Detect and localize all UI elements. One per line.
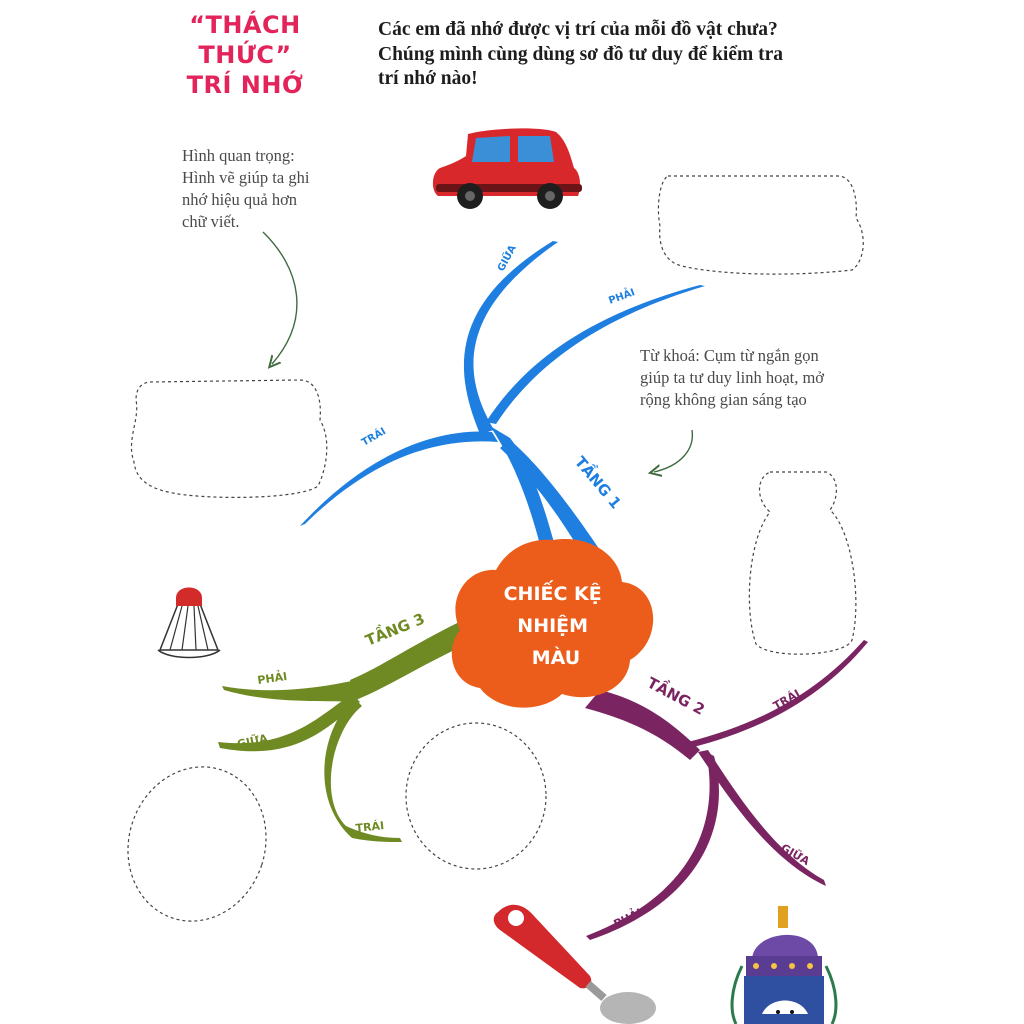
image-note-line-2: Hình vẽ giúp ta ghi [182, 168, 310, 187]
placeholder-bottle-shape [748, 471, 857, 655]
placeholder-circle-middle [405, 722, 547, 870]
spoon-icon [493, 904, 656, 1024]
center-line-3: MÀU [532, 646, 580, 669]
note-arrow-1 [262, 231, 298, 364]
car-icon [432, 128, 582, 209]
placeholder-car-shape-right [657, 175, 864, 275]
intro-line-1: Các em đã nhớ được vị trí của mỗi đồ vật… [378, 19, 778, 40]
tier1-label: TẦNG 1 [571, 451, 627, 512]
image-note-line-1: Hình quan trọng: [182, 146, 295, 165]
placeholder-car-shape-left [130, 379, 328, 498]
image-note-line-4: chữ viết. [182, 212, 240, 231]
tier2-branch [585, 640, 868, 940]
svg-text:CHIẾC KỆ NHIỆM MÀU: CHIẾC KỆ NHIỆM MÀU [504, 579, 609, 669]
tier1-branch [300, 241, 705, 578]
title-line-2: TRÍ NHỚ [186, 71, 304, 99]
tier3-branch [218, 618, 472, 842]
intro-text: Các em đã nhớ được vị trí của mỗi đồ vật… [378, 18, 848, 92]
tier2-right-label: PHẢI [611, 905, 644, 931]
tier1-right-label: PHẢI [606, 284, 636, 306]
water-bottle-icon [730, 906, 838, 1024]
tier1-left-label: TRÁI [359, 424, 388, 448]
tier3-right-label: PHẢI [256, 669, 288, 687]
intro-line-2: Chúng mình cùng dùng sơ đồ tư duy để kiể… [378, 43, 784, 65]
tier2-label: TẦNG 2 [644, 671, 709, 719]
page-title: “THÁCH THỨC” TRÍ NHỚ [140, 10, 350, 100]
title-line-1: “THÁCH THỨC” [189, 11, 301, 69]
tier3-left-label: TRÁI [355, 819, 385, 835]
tier3-label: TẦNG 3 [362, 607, 428, 650]
placeholder-oval-left [127, 766, 267, 922]
center-node: CHIẾC KỆ NHIỆM MÀU [451, 539, 654, 708]
shuttlecock-icon [157, 587, 221, 659]
keyword-note: Từ khoá: Cụm từ ngắn gọn giúp ta tư duy … [640, 345, 824, 411]
tier3-middle-label: GIỮA [236, 732, 269, 751]
note-arrow-2 [654, 429, 694, 472]
image-note-line-3: nhớ hiệu quả hơn [182, 190, 298, 209]
intro-line-3: trí nhớ nào! [378, 68, 478, 89]
center-line-1: CHIẾC KỆ [504, 579, 602, 605]
center-line-2: NHIỆM [517, 613, 588, 637]
image-importance-note: Hình quan trọng: Hình vẽ giúp ta ghi nhớ… [182, 145, 309, 233]
keyword-note-line-3: rộng không gian sáng tạo [640, 390, 807, 409]
keyword-note-line-2: giúp ta tư duy linh hoạt, mở [640, 368, 825, 387]
keyword-note-line-1: Từ khoá: Cụm từ ngắn gọn [640, 346, 819, 365]
